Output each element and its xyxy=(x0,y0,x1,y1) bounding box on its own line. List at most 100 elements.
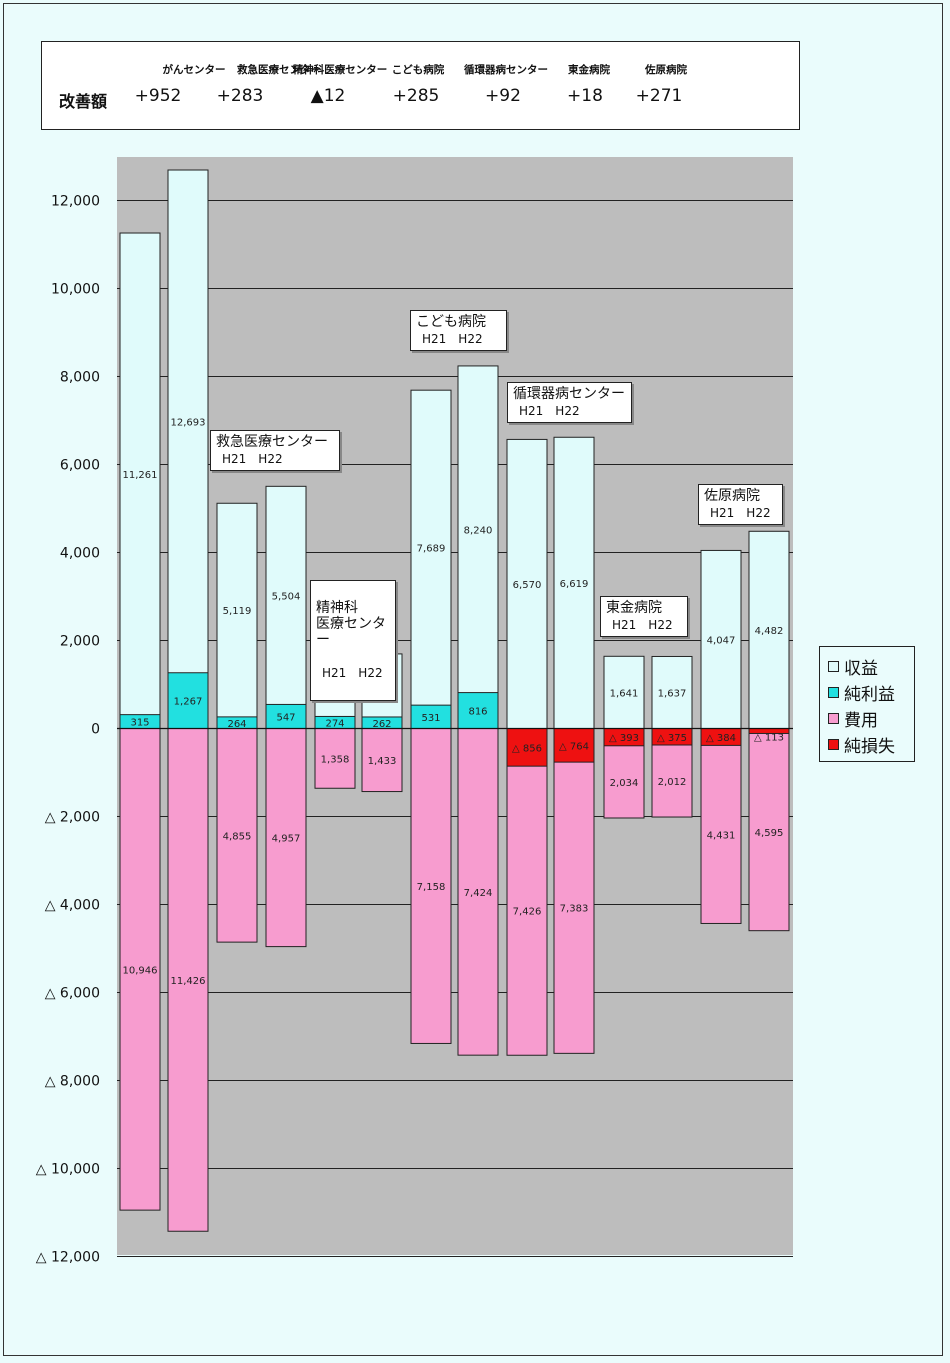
page-frame xyxy=(3,3,943,1356)
bar-profit xyxy=(167,672,209,730)
expense-value-label: 7,158 xyxy=(417,882,446,893)
y-tick-label: 2,000 xyxy=(60,634,100,650)
revenue-value-label: 5,504 xyxy=(272,591,301,602)
expense-value-label: 2,012 xyxy=(658,777,687,788)
group-label-year: H21 xyxy=(612,618,637,632)
improvement-value: +952 xyxy=(134,86,182,106)
improvement-hospital-label: 循環器病センター xyxy=(464,64,548,76)
y-tick-label: △ 2,000 xyxy=(45,810,100,826)
revenue-value-label: 5,119 xyxy=(223,606,252,617)
expense-value-label: 1,358 xyxy=(321,754,350,765)
bar-revenue xyxy=(553,436,595,729)
group-label-name: 循環器病センター xyxy=(513,386,625,402)
legend-item-revenue: 収益 xyxy=(828,653,914,679)
expense-value-label: 10,946 xyxy=(123,965,158,976)
revenue-value-label: 4,482 xyxy=(755,626,784,637)
bar-revenue xyxy=(457,365,499,729)
expense-value-label: 1,433 xyxy=(368,756,397,767)
group-label-year: H21 xyxy=(322,666,347,680)
profit-value-label: 531 xyxy=(421,713,440,724)
loss-value-label: △ 375 xyxy=(657,733,687,744)
improvement-hospital-label: 救急医療センター xyxy=(237,64,321,76)
y-tick-label: 12,000 xyxy=(51,194,100,210)
bar-expense xyxy=(748,728,790,932)
expense-value-label: 2,034 xyxy=(610,778,639,789)
improvement-value: +271 xyxy=(635,86,683,106)
improvement-hospital-label: 東金病院 xyxy=(568,64,610,76)
improvement-value: ▲12 xyxy=(310,86,346,106)
legend-swatch xyxy=(828,738,839,750)
bar-expense xyxy=(167,728,209,1232)
revenue-value-label: 6,619 xyxy=(560,579,589,590)
expense-value-label: 4,957 xyxy=(272,834,301,845)
profit-value-label: 274 xyxy=(325,718,344,729)
loss-value-label: △ 856 xyxy=(512,743,542,754)
bar-expense xyxy=(700,728,742,924)
group-label-name: 救急医療センター xyxy=(216,434,328,450)
improvement-hospital-label: 精神科医療センター xyxy=(292,64,388,76)
profit-value-label: 816 xyxy=(468,707,487,718)
group-label-name: 精神科 医療センター xyxy=(316,600,386,648)
expense-value-label: 7,383 xyxy=(560,904,589,915)
profit-value-label: 264 xyxy=(227,719,246,730)
improvement-hospital-label: こども病院 xyxy=(391,64,445,76)
expense-value-label: 11,426 xyxy=(171,976,206,987)
revenue-value-label: 12,693 xyxy=(171,417,206,428)
bar-revenue xyxy=(700,549,742,729)
revenue-value-label: 6,570 xyxy=(513,580,542,591)
bar-revenue xyxy=(216,502,258,729)
group-label-year: H22 xyxy=(746,506,771,520)
group-label-name: 佐原病院 xyxy=(704,488,760,504)
loss-value-label: △ 113 xyxy=(754,733,784,744)
group-label-year: H22 xyxy=(648,618,673,632)
bar-expense xyxy=(361,728,403,793)
loss-value-label: △ 393 xyxy=(609,733,639,744)
improvement-value: +285 xyxy=(392,86,440,106)
profit-value-label: 315 xyxy=(130,718,149,729)
expense-value-label: 4,595 xyxy=(755,828,784,839)
revenue-value-label: 11,261 xyxy=(123,470,158,481)
improvement-value: +92 xyxy=(485,86,521,106)
bar-revenue xyxy=(265,485,307,729)
y-tick-label: 4,000 xyxy=(60,546,100,562)
improvement-value: +283 xyxy=(216,86,264,106)
legend-swatch xyxy=(828,712,839,724)
bar-loss xyxy=(506,728,548,767)
group-label-year: H21 xyxy=(422,332,447,346)
bar-revenue xyxy=(167,169,209,729)
group-label-psychiatric: 精神科 医療センター H21 H22 xyxy=(310,580,396,701)
legend-swatch xyxy=(828,660,839,672)
group-label-year: H21 xyxy=(519,404,544,418)
legend-item-expense: 費用 xyxy=(828,705,914,731)
improvement-hospital-label: がんセンター xyxy=(162,64,226,76)
y-tick-label: 6,000 xyxy=(60,458,100,474)
y-tick-label: 0 xyxy=(91,722,100,738)
bar-profit xyxy=(265,703,307,730)
bar-revenue xyxy=(410,389,452,729)
bar-revenue xyxy=(119,232,161,730)
expense-value-label: 4,431 xyxy=(707,830,736,841)
bar-expense xyxy=(506,728,548,1056)
profit-value-label: 1,267 xyxy=(174,697,203,708)
improvement-title: 改善額 xyxy=(59,92,108,111)
group-label-name: こども病院 xyxy=(416,314,486,330)
group-label-year: H22 xyxy=(358,666,383,680)
loss-value-label: △ 384 xyxy=(706,733,736,744)
profit-value-label: 547 xyxy=(276,712,295,723)
improvement-hospital-label: 佐原病院 xyxy=(645,64,687,76)
legend-label: 費用 xyxy=(844,710,878,731)
legend-label: 収益 xyxy=(844,658,878,679)
profit-value-label: 262 xyxy=(372,719,391,730)
bar-revenue xyxy=(603,655,645,730)
chart-legend: 収益 純利益 費用 純損失 xyxy=(819,646,915,762)
expense-value-label: 7,426 xyxy=(513,907,542,918)
group-label-togane: 東金病院 H21 H22 xyxy=(600,596,688,637)
group-label-year: H21 xyxy=(222,452,247,466)
legend-label: 純損失 xyxy=(844,736,895,757)
y-tick-label: 10,000 xyxy=(51,282,100,298)
revenue-value-label: 8,240 xyxy=(464,525,493,536)
group-label-name: 東金病院 xyxy=(606,600,662,616)
